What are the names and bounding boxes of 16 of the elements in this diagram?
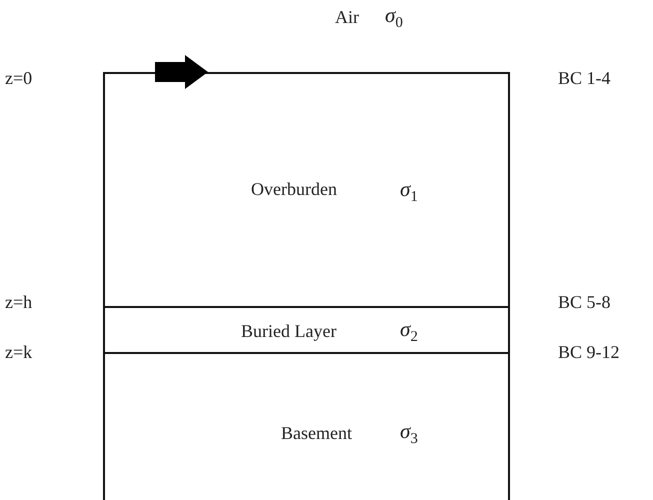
boundary-condition-label: BC 9-12 bbox=[558, 341, 620, 363]
conductivity-symbol: σ$_{0}$ bbox=[385, 4, 403, 34]
conductivity-symbol: σ$_{3}$ bbox=[400, 420, 418, 450]
depth-label: z=h bbox=[5, 291, 32, 313]
boundary-condition-label: BC 1-4 bbox=[558, 67, 611, 89]
layer-name: Air bbox=[335, 6, 359, 28]
depth-label: z=0 bbox=[5, 67, 32, 89]
conductivity-symbol: σ$_{1}$ bbox=[400, 178, 418, 208]
boundary-condition-label: BC 5-8 bbox=[558, 291, 611, 313]
layer-name: Buried Layer bbox=[241, 320, 336, 342]
layer-name: Overburden bbox=[251, 178, 337, 200]
layer-band bbox=[103, 306, 510, 352]
depth-label: z=k bbox=[5, 341, 32, 363]
conductivity-symbol: σ$_{2}$ bbox=[400, 318, 418, 348]
layer-name: Basement bbox=[281, 422, 352, 444]
layer-band bbox=[103, 352, 510, 500]
